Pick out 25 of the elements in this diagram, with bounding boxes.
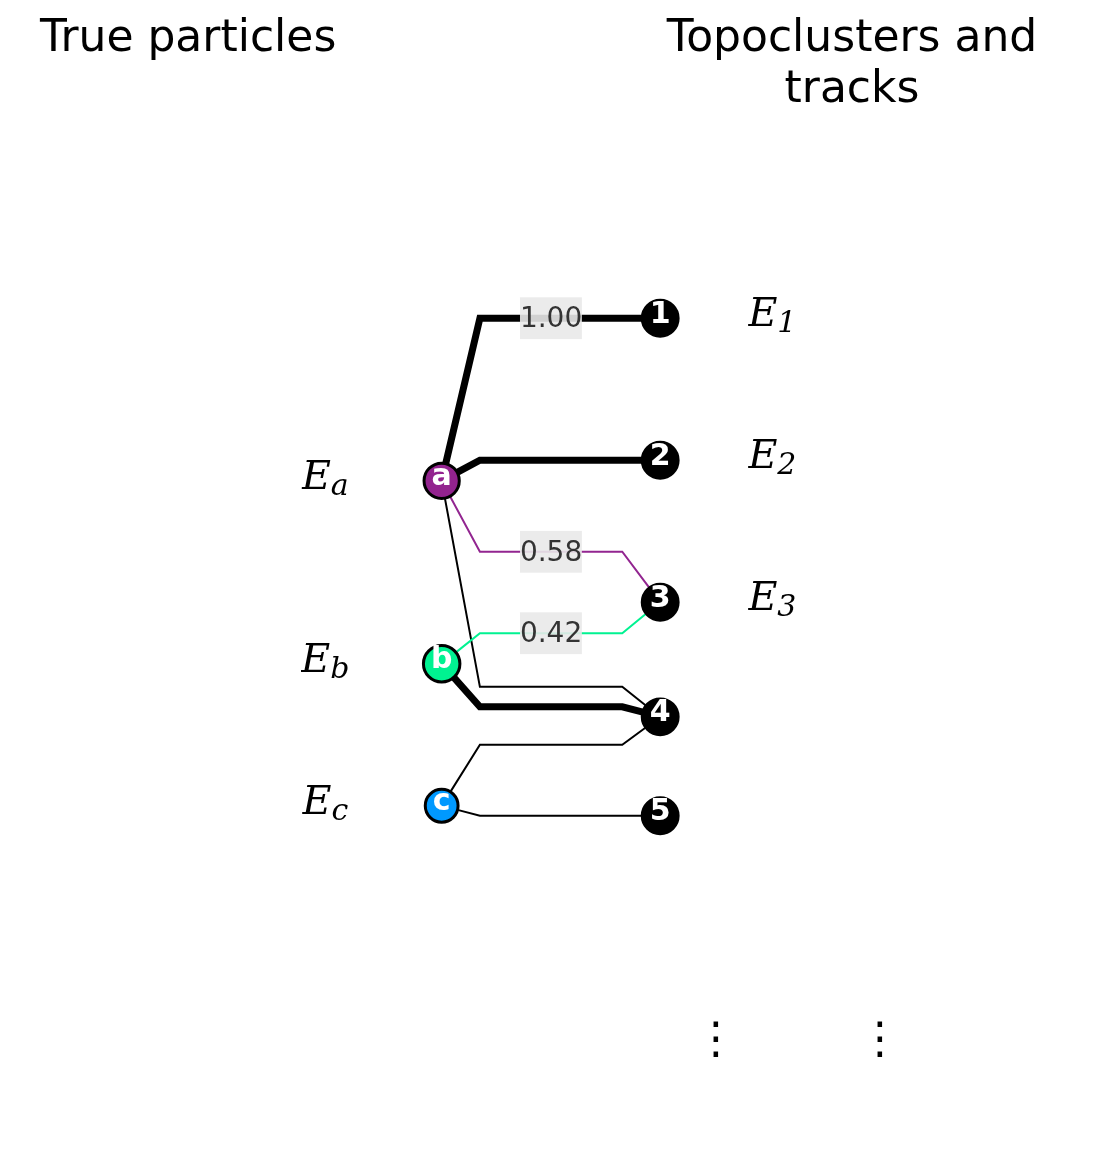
node-circle: 5 bbox=[641, 796, 680, 836]
node-label: E$_{2}$ bbox=[748, 431, 797, 482]
column-heading: Topoclusters and tracks bbox=[665, 10, 1039, 112]
node-label: E$_{b}$ bbox=[301, 634, 350, 685]
node-circle: c bbox=[424, 787, 460, 824]
node-circle: a bbox=[422, 461, 462, 500]
connector bbox=[449, 726, 648, 793]
ellipsis-mark: ⋮ bbox=[694, 1012, 738, 1063]
node-label: E$_{1}$ bbox=[748, 289, 797, 340]
node-label: E$_{3}$ bbox=[748, 573, 797, 624]
connector bbox=[449, 495, 651, 589]
node-circle: 3 bbox=[641, 582, 680, 622]
node-circle: b bbox=[422, 644, 462, 684]
edge-label: 0.58 bbox=[520, 534, 583, 568]
connector bbox=[451, 675, 644, 716]
node-circle: 4 bbox=[641, 697, 680, 737]
ellipsis-mark: ⋮ bbox=[858, 1012, 902, 1063]
node-label: E$_{c}$ bbox=[302, 776, 349, 827]
edge-label: 0.42 bbox=[520, 616, 583, 650]
node-label: E$_{a}$ bbox=[301, 451, 350, 502]
column-heading: True particles bbox=[40, 10, 337, 63]
connector bbox=[455, 456, 643, 476]
node-circle: 2 bbox=[641, 440, 680, 480]
node-circle: 1 bbox=[641, 298, 680, 338]
edge-label: 1.00 bbox=[520, 301, 583, 335]
